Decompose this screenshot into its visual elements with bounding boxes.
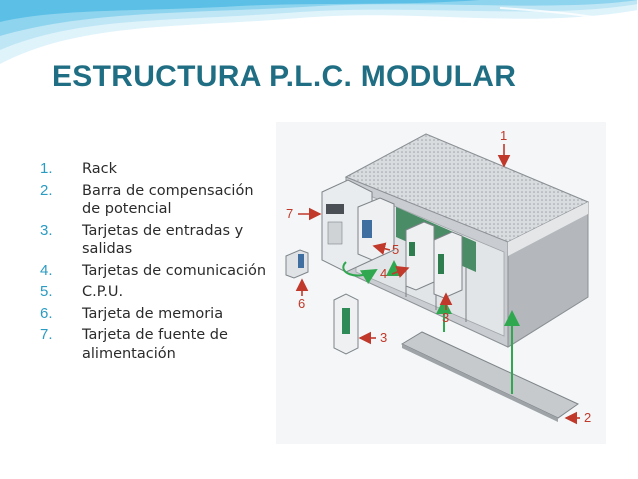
- component-list: 1. Rack 2. Barra de compensación de pote…: [40, 160, 270, 366]
- list-item-number: 6.: [40, 304, 53, 322]
- loose-io-module: [333, 293, 359, 355]
- list-item-number: 1.: [40, 160, 53, 177]
- list-item: 6. Tarjeta de memoria: [40, 305, 270, 324]
- list-item-text: Tarjeta de fuente de alimentación: [82, 327, 228, 362]
- list-item-number: 5.: [40, 283, 53, 300]
- list-item-text: C.P.U.: [82, 284, 124, 300]
- callout-arrow: [391, 265, 410, 278]
- list-item-number: 2.: [40, 181, 53, 199]
- list-item-number: 3.: [40, 221, 53, 239]
- list-item: 5. C.P.U.: [40, 283, 270, 302]
- callout-label: 6: [298, 296, 305, 311]
- compensation-bar: [400, 331, 579, 422]
- callout-label: 1: [500, 128, 507, 143]
- io-card: [433, 231, 463, 299]
- list-item-text: Barra de compensación de potencial: [82, 182, 254, 218]
- callout-label: 3: [442, 310, 449, 325]
- list-item-text: Rack: [82, 161, 118, 177]
- list-item-text: Tarjetas de entradas y salidas: [82, 222, 244, 258]
- page-title: ESTRUCTURA P.L.C. MODULAR: [52, 60, 517, 93]
- list-item-text: Tarjetas de comunicación: [82, 262, 267, 279]
- callout-label: 2: [584, 410, 591, 425]
- list-item: 1. Rack: [40, 160, 270, 179]
- list-item-text: Tarjeta de memoria: [82, 305, 224, 322]
- communication-card: [405, 221, 435, 291]
- list-item: 7. Tarjeta de fuente de alimentación: [40, 326, 270, 363]
- callout-label: 3: [380, 330, 387, 345]
- callout-arrow: [372, 242, 391, 255]
- header-wave-decoration: [0, 0, 638, 64]
- list-item: 2. Barra de compensación de potencial: [40, 182, 270, 219]
- memory-card: [285, 249, 309, 279]
- list-item: 3. Tarjetas de entradas y salidas: [40, 222, 270, 259]
- list-item-number: 4.: [40, 261, 53, 279]
- list-item-number: 7.: [40, 326, 53, 343]
- callout-label: 7: [286, 206, 293, 221]
- callout-label: 4: [380, 266, 387, 281]
- list-item: 4. Tarjetas de comunicación: [40, 262, 270, 281]
- callout-label: 5: [392, 242, 399, 257]
- plc-modular-diagram: 1 2 3 3 4 5 6 7: [276, 122, 606, 444]
